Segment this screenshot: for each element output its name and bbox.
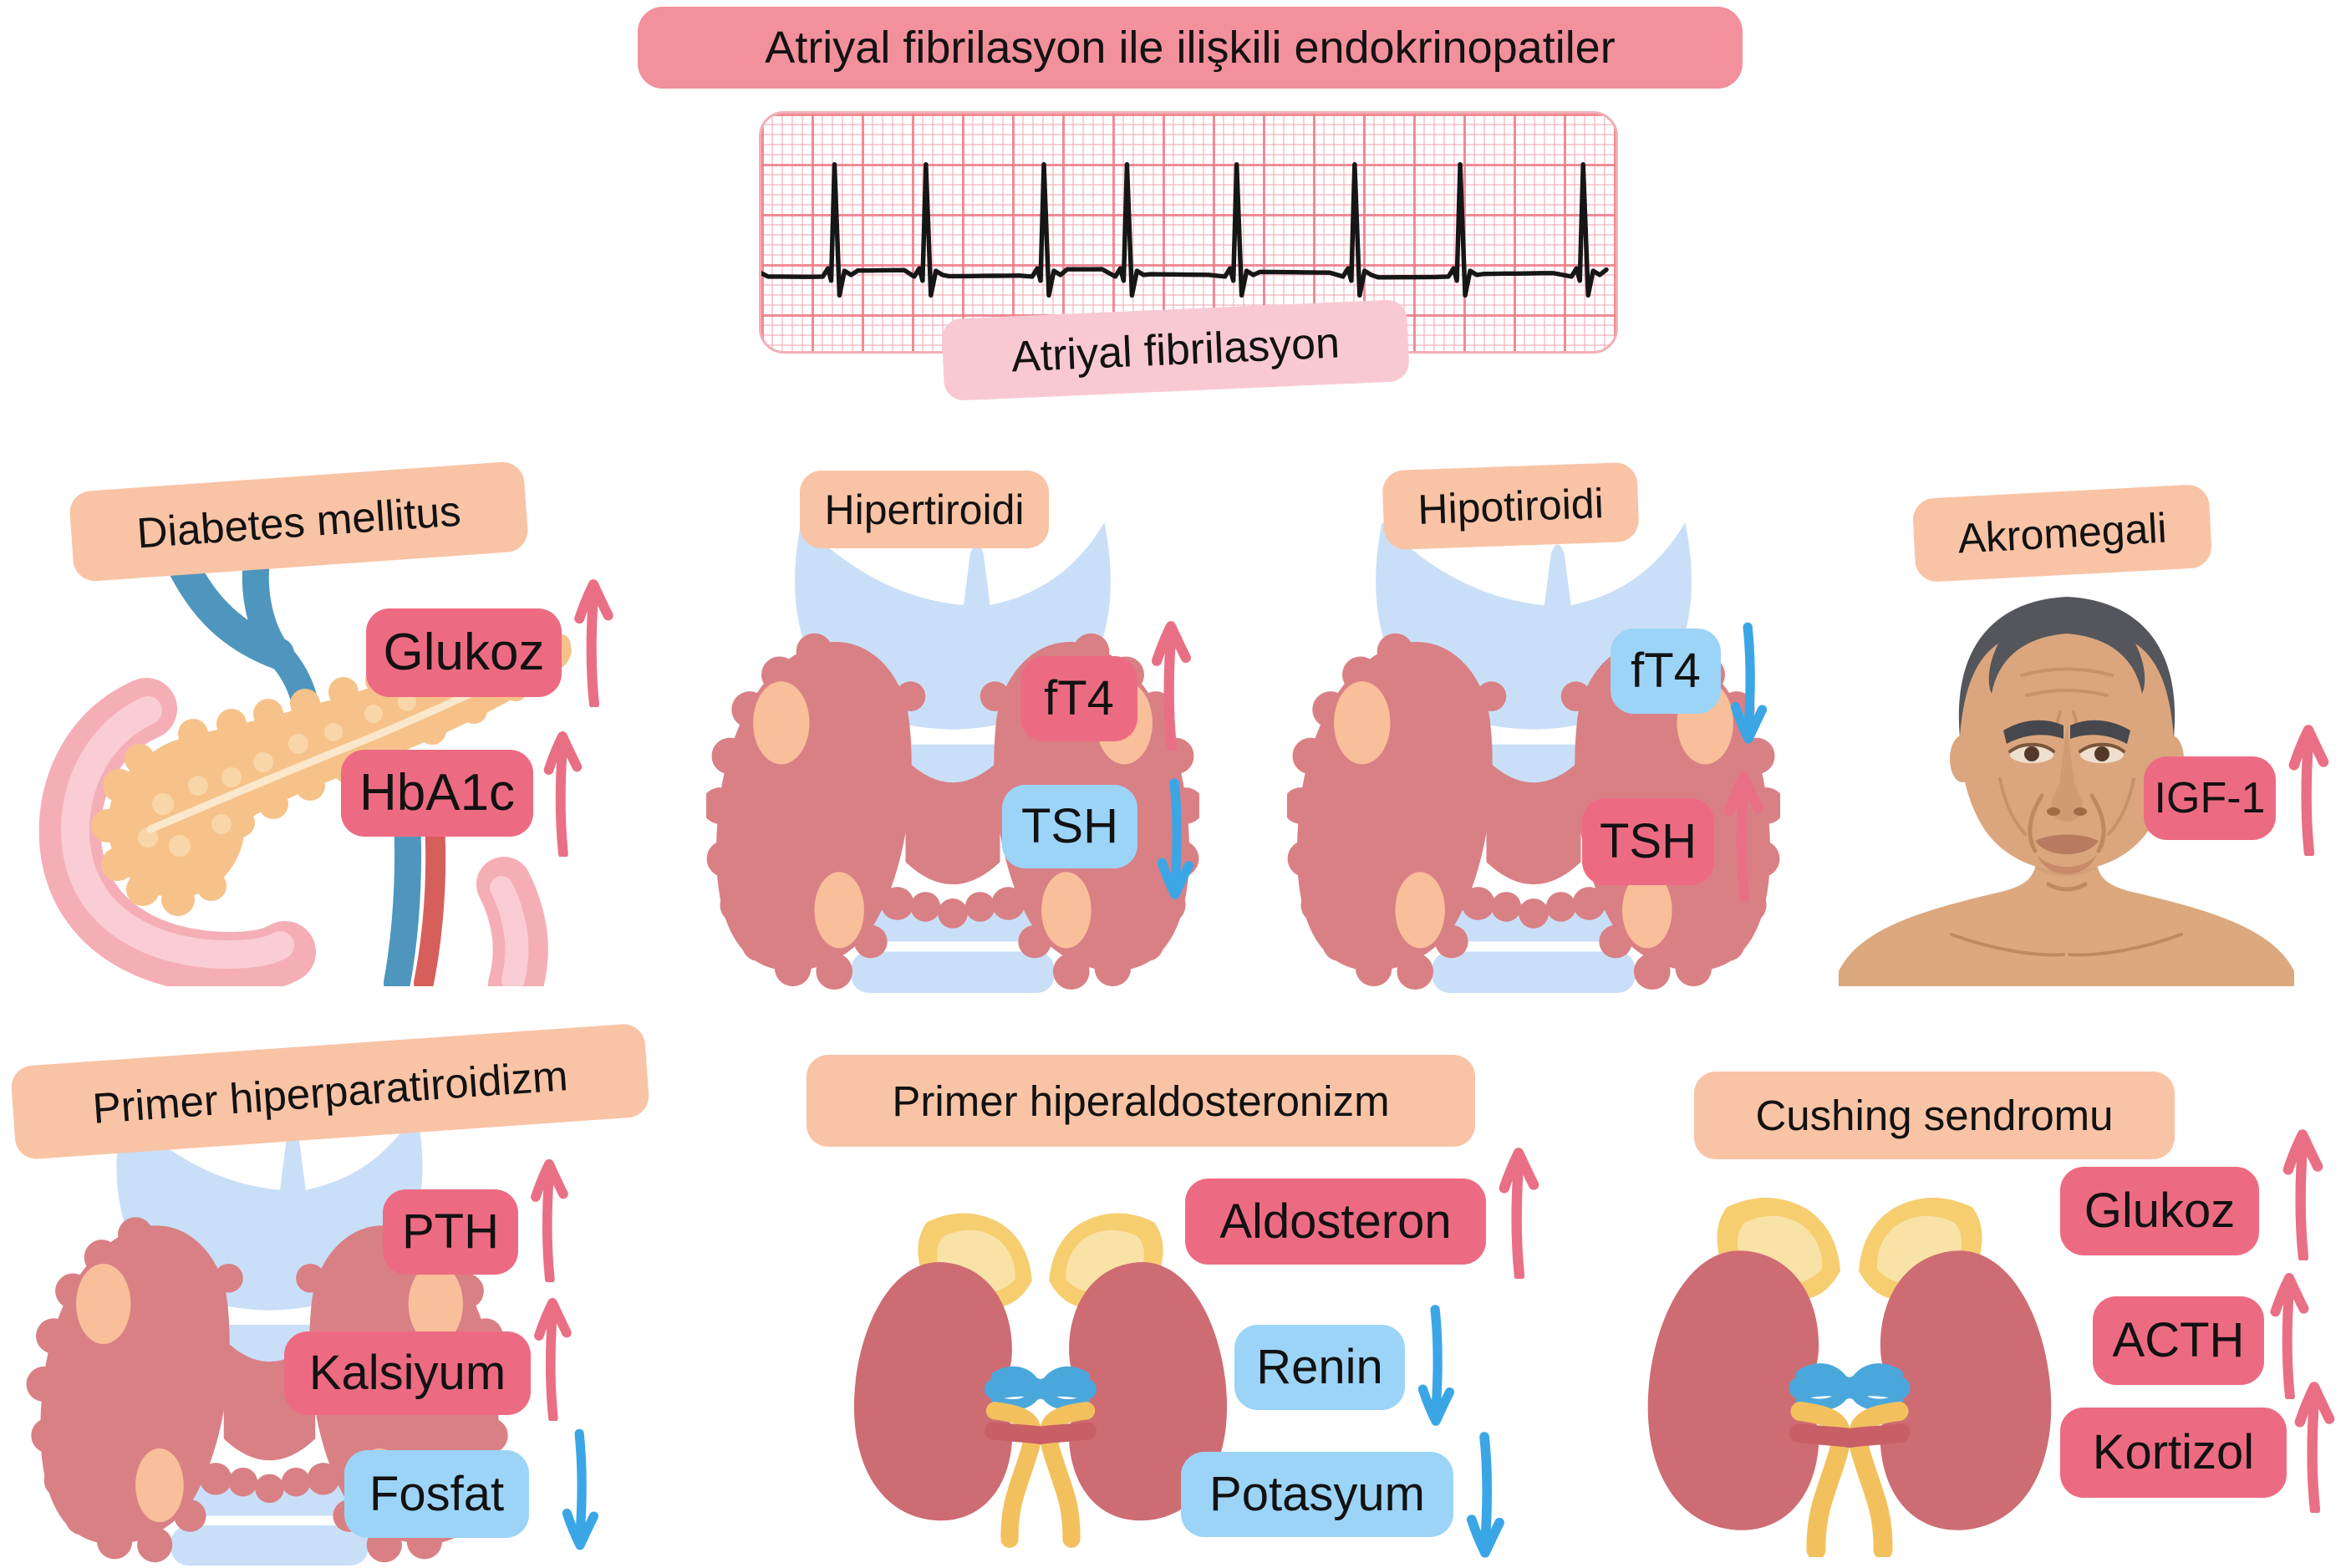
marker-badge-potasyum: Potasyum xyxy=(1181,1452,1453,1537)
kidneys-adrenals-illustration xyxy=(1628,1194,2071,1557)
marker-badge-tsh: TSH xyxy=(1002,785,1137,868)
marker-badge-glukoz: Glukoz xyxy=(2060,1167,2259,1255)
marker-badge-kalsiyum: Kalsiyum xyxy=(284,1331,531,1415)
page-title: Atriyal fibrilasyon ile ilişkili endokri… xyxy=(638,7,1743,89)
marker-badge-renin: Renin xyxy=(1234,1325,1405,1410)
ecg-waveform xyxy=(761,162,1609,298)
section-header: Cushing sendromu xyxy=(1694,1072,2175,1159)
marker-badge-ft4: fT4 xyxy=(1611,629,1721,714)
marker-badge-glukoz: Glukoz xyxy=(366,608,562,697)
marker-badge-pth: PTH xyxy=(383,1189,518,1275)
marker-badge-fosfat: Fosfat xyxy=(344,1450,529,1538)
marker-badge-ft4: fT4 xyxy=(1020,656,1137,741)
marker-badge-acth: ACTH xyxy=(2093,1296,2264,1385)
marker-badge-igf1: IGF-1 xyxy=(2144,756,2276,840)
marker-badge-aldosteron: Aldosteron xyxy=(1185,1179,1486,1265)
up-arrow-icon xyxy=(2290,1377,2338,1513)
marker-badge-kortizol: Kortizol xyxy=(2060,1408,2287,1498)
marker-badge-hba1c: HbA1c xyxy=(341,750,533,837)
ecg-strip xyxy=(759,111,1618,354)
up-arrow-icon xyxy=(2278,1125,2327,1260)
section-header: Primer hiperaldosteronizm xyxy=(807,1055,1475,1147)
section-header: Hipertiroidi xyxy=(800,471,1049,548)
ecg-trace-path xyxy=(761,162,1609,298)
marker-badge-tsh: TSH xyxy=(1582,798,1714,885)
